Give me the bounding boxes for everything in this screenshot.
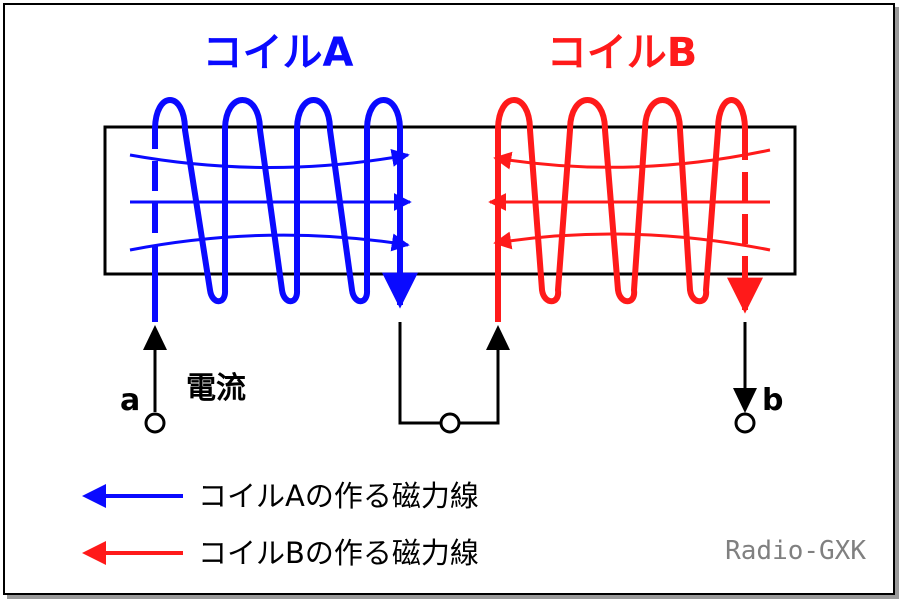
coil-a-winding	[152, 97, 418, 309]
legend: コイルAの作る磁力線 コイルBの作る磁力線	[82, 479, 479, 570]
coil-connection-right	[459, 345, 500, 425]
coil-a-field-line-top	[129, 149, 410, 169]
legend-arrow-left-icon	[82, 484, 106, 508]
legend-label-coil-a: コイルAの作る磁力線	[198, 479, 479, 513]
legend-item-coil-a: コイルAの作る磁力線	[82, 479, 479, 513]
connection-arrow-up-icon	[486, 325, 510, 350]
coil-a-field-line-bottom	[129, 233, 410, 252]
coil-b	[488, 97, 771, 322]
terminal-b-label: b	[762, 383, 783, 418]
core-rectangle	[103, 125, 797, 276]
terminal-b-circle	[734, 412, 756, 434]
coil-b-winding	[495, 97, 748, 322]
current-arrow-down-icon	[733, 388, 757, 413]
wiring	[143, 322, 757, 425]
coil-b-field-line-top	[493, 148, 771, 170]
legend-label-coil-b: コイルBの作る磁力線	[198, 536, 479, 570]
coil-connection-left	[398, 322, 441, 425]
terminal-a-label: a	[120, 383, 140, 418]
coil-a-title: コイルA	[203, 30, 354, 76]
terminal-a-circle	[144, 412, 166, 434]
junction-circle	[439, 412, 461, 434]
current-arrow-up-icon	[143, 325, 167, 350]
current-label: 電流	[186, 371, 246, 406]
credit-text: Radio-GXK	[725, 536, 866, 566]
coil-a	[129, 97, 418, 322]
legend-arrow-left-icon	[82, 541, 106, 565]
legend-item-coil-b: コイルBの作る磁力線	[82, 536, 479, 570]
coil-b-field-line-bottom	[493, 231, 771, 252]
coil-b-title: コイルB	[547, 30, 698, 76]
